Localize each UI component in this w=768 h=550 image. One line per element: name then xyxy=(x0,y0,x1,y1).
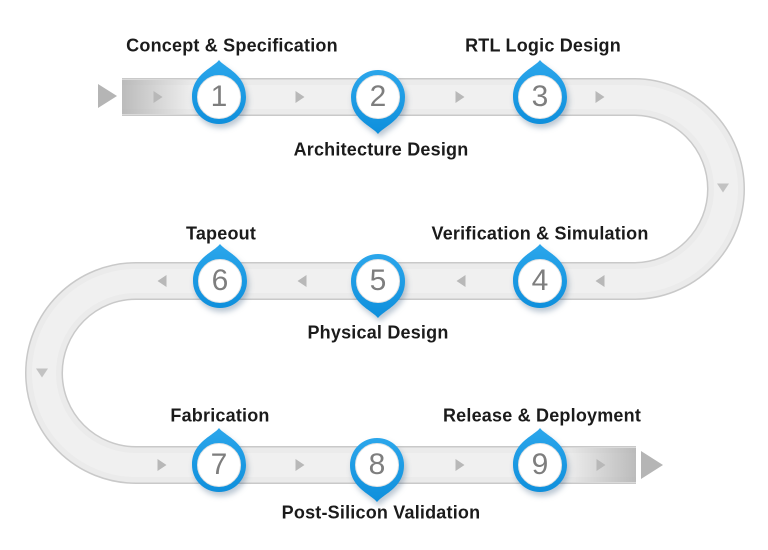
road-chevron-right-icon xyxy=(295,459,305,471)
step-7-pin-icon: 7 xyxy=(190,428,248,492)
road-chevron-right-icon xyxy=(455,459,465,471)
step-6-number: 6 xyxy=(211,264,229,297)
road-chevron-right-icon xyxy=(595,91,605,103)
step-8-number: 8 xyxy=(368,448,386,481)
step-5-pin-icon: 5 xyxy=(349,254,407,318)
road-chevron-right-icon xyxy=(596,459,606,471)
step-3-label: RTL Logic Design xyxy=(465,35,621,56)
step-6-pin-icon: 6 xyxy=(191,244,249,308)
road-chevron-down-icon xyxy=(717,183,729,193)
step-2-pin-icon: 2 xyxy=(349,70,407,134)
step-1-label: Concept & Specification xyxy=(126,35,338,56)
step-7-number: 7 xyxy=(210,448,228,481)
road-chevron-right-icon xyxy=(157,459,167,471)
road-chevron-right-icon xyxy=(153,91,163,103)
step-6-label: Tapeout xyxy=(185,223,257,244)
step-2-number: 2 xyxy=(369,80,387,113)
road-chevron-left-icon xyxy=(595,275,605,287)
step-5-label: Physical Design xyxy=(307,322,449,343)
road-chevron-left-icon xyxy=(157,275,167,287)
step-3-pin-icon: 3 xyxy=(511,60,569,124)
step-5-number: 5 xyxy=(369,264,387,297)
step-1-pin-icon: 1 xyxy=(190,60,248,124)
step-4-label: Verification & Simulation xyxy=(431,223,649,244)
flow-start-arrow-icon xyxy=(98,84,117,108)
step-3-number: 3 xyxy=(531,80,549,113)
road-chevron-right-icon xyxy=(455,91,465,103)
road-chevron-right-icon xyxy=(295,91,305,103)
step-4-pin-icon: 4 xyxy=(511,244,569,308)
step-4-number: 4 xyxy=(531,264,549,297)
step-7-label: Fabrication xyxy=(170,405,270,426)
step-2-label: Architecture Design xyxy=(293,139,469,160)
step-9-number: 9 xyxy=(531,448,549,481)
step-9-pin-icon: 9 xyxy=(511,428,569,492)
road-chevron-down-icon xyxy=(36,368,48,378)
step-8-pin-icon: 8 xyxy=(348,438,406,502)
flow-end-arrow-icon xyxy=(641,451,663,479)
step-8-label: Post-Silicon Validation xyxy=(281,502,481,523)
step-9-label: Release & Deployment xyxy=(442,405,642,426)
step-1-number: 1 xyxy=(210,80,228,113)
road-chevron-left-icon xyxy=(456,275,466,287)
road-chevron-left-icon xyxy=(297,275,307,287)
